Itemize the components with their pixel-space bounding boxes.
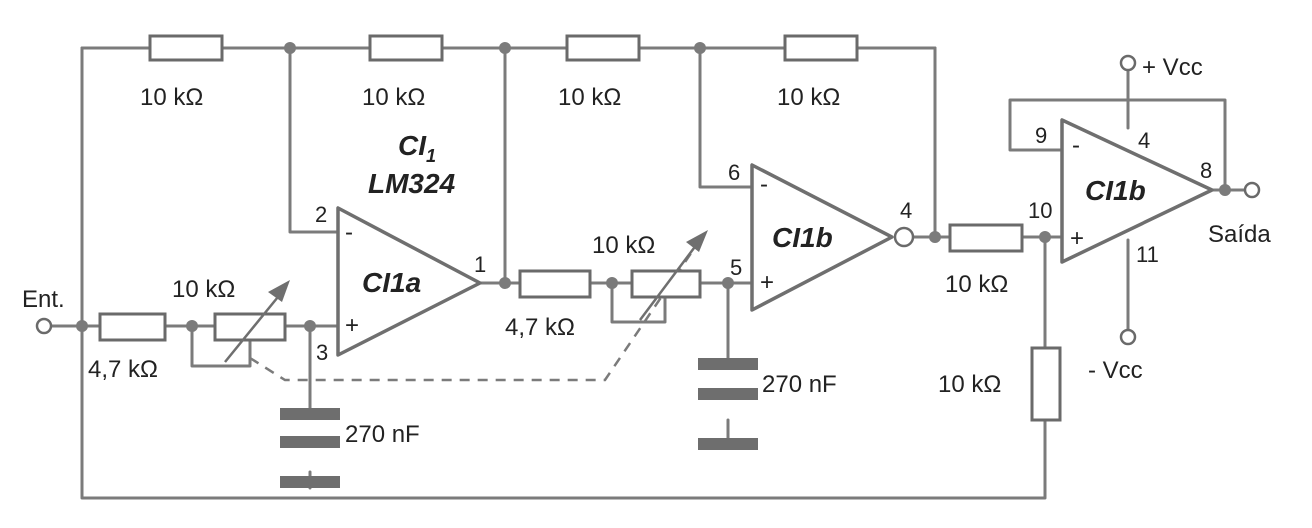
pot-arrows <box>224 230 708 363</box>
opamp-b-label: CI1b <box>772 222 833 253</box>
resistor-top-4 <box>783 34 859 62</box>
opamp-a <box>336 206 482 357</box>
opamp-b-plus: + <box>760 269 774 296</box>
opamp-b-minus: - <box>760 171 768 198</box>
capacitor-1-plate-1 <box>280 408 340 420</box>
opamp-c <box>1060 118 1214 264</box>
potentiometer-a <box>213 312 287 342</box>
junction-dots <box>76 42 1231 332</box>
label-r-top-3: 10 kΩ <box>558 84 621 111</box>
opamp-c-label: CI1b <box>1085 175 1146 206</box>
resistors <box>98 34 1062 422</box>
pin-5: 5 <box>730 255 742 280</box>
pin-3: 3 <box>316 340 328 365</box>
label-pot-b: 10 kΩ <box>592 232 655 259</box>
label-capacitor-1: 270 nF <box>345 421 420 448</box>
label-pot-a: 10 kΩ <box>172 276 235 303</box>
opamp-b-output-bubble <box>893 226 915 248</box>
input-terminal <box>35 317 53 335</box>
opamp-b <box>750 163 894 312</box>
capacitor-2-ground <box>698 438 758 450</box>
pin-11: 11 <box>1136 242 1159 267</box>
pin-2: 2 <box>315 202 327 227</box>
capacitor-1-plate-2 <box>280 436 340 448</box>
label-r-top-1: 10 kΩ <box>140 84 203 111</box>
opamp-c-plus: + <box>1070 225 1084 252</box>
pin-10: 10 <box>1028 198 1052 223</box>
opamp-a-minus: - <box>345 219 353 246</box>
resistor-output-shunt <box>1030 346 1062 422</box>
resistor-output-series <box>948 223 1024 253</box>
resistor-mid <box>518 269 592 299</box>
resistor-input <box>98 312 167 342</box>
capacitor-2-plate-2 <box>698 388 758 400</box>
pin-4-amp-c: 4 <box>1138 128 1150 153</box>
label-r-top-2: 10 kΩ <box>362 84 425 111</box>
pin-9: 9 <box>1035 123 1047 148</box>
output-terminal <box>1243 181 1261 199</box>
opamp-c-minus: - <box>1072 132 1080 159</box>
output-label: Saída <box>1208 221 1271 248</box>
pin-4-amp-b: 4 <box>900 198 912 223</box>
label-capacitor-2: 270 nF <box>762 371 837 398</box>
resistor-top-1 <box>148 34 224 62</box>
vcc-positive-label: + Vcc <box>1142 54 1203 81</box>
ganged-pot-link <box>249 239 702 382</box>
resistor-top-2 <box>368 34 444 62</box>
ic-title-line2: LM324 <box>368 168 456 199</box>
pin-1: 1 <box>474 252 486 277</box>
capacitors <box>280 358 758 488</box>
pin-6: 6 <box>728 160 740 185</box>
label-r-top-4: 10 kΩ <box>777 84 840 111</box>
label-r-output-series: 10 kΩ <box>945 271 1008 298</box>
pin-8: 8 <box>1200 158 1212 183</box>
ic-title-line1: CI1 <box>398 130 436 166</box>
capacitor-2-plate-1 <box>698 358 758 370</box>
vcc-negative-terminal <box>1119 328 1137 346</box>
input-label: Ent. <box>22 286 65 313</box>
capacitor-1-ground <box>280 476 340 488</box>
label-r-mid: 4,7 kΩ <box>505 314 575 341</box>
opamp-a-label: CI1a <box>362 267 421 298</box>
vcc-positive-terminal <box>1119 54 1137 72</box>
opamp-a-plus: + <box>345 312 359 339</box>
label-r-input: 4,7 kΩ <box>88 356 158 383</box>
vcc-negative-label: - Vcc <box>1088 357 1143 384</box>
resistor-top-3 <box>565 34 641 62</box>
label-r-output-shunt: 10 kΩ <box>938 371 1001 398</box>
